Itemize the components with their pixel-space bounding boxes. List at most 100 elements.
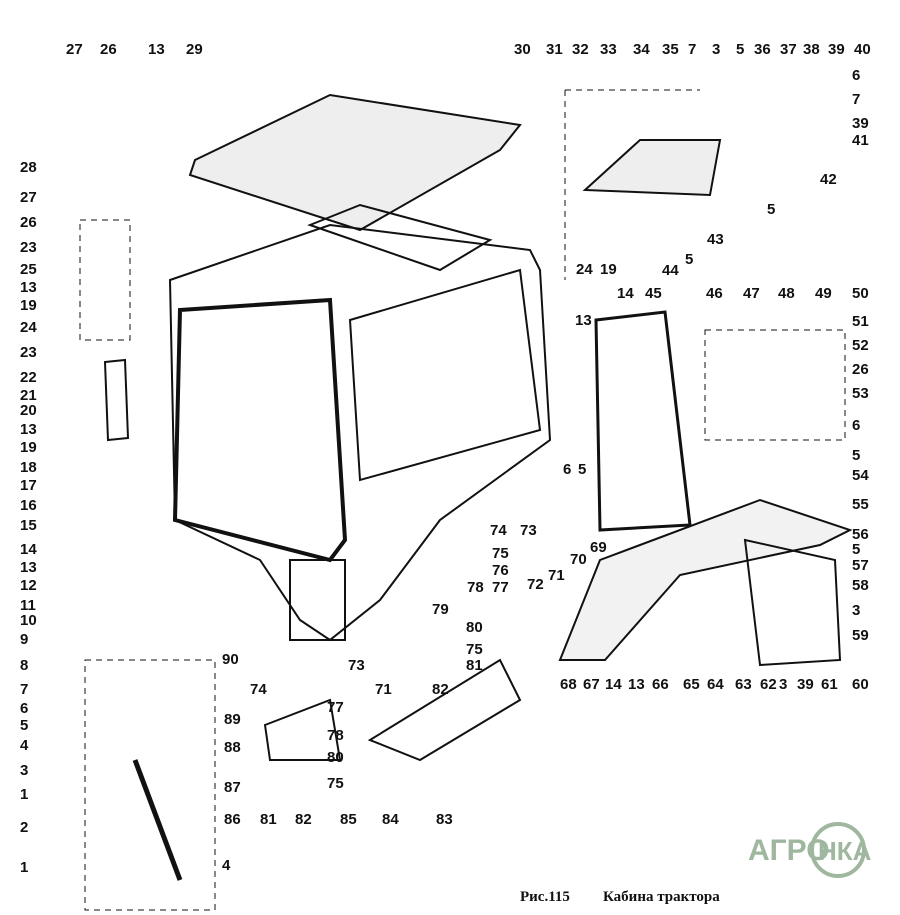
part-callout: 3 bbox=[712, 41, 721, 58]
part-callout: 6 bbox=[852, 67, 861, 84]
cab-frame bbox=[168, 223, 552, 642]
part-callout: 39 bbox=[797, 676, 814, 693]
part-callout: 57 bbox=[852, 557, 869, 574]
part-callout: 53 bbox=[852, 385, 869, 402]
part-callout: 18 bbox=[20, 459, 37, 476]
part-callout: 44 bbox=[662, 262, 679, 279]
part-callout: 82 bbox=[295, 811, 312, 828]
part-callout: 23 bbox=[20, 344, 37, 361]
logo-circle bbox=[810, 822, 866, 878]
roof-vent bbox=[582, 139, 722, 197]
part-callout: 26 bbox=[20, 214, 37, 231]
part-callout: 82 bbox=[432, 681, 449, 698]
part-callout: 14 bbox=[617, 285, 634, 302]
part-callout: 38 bbox=[803, 41, 820, 58]
part-callout: 19 bbox=[20, 297, 37, 314]
part-callout: 56 bbox=[852, 526, 869, 543]
part-callout: 52 bbox=[852, 337, 869, 354]
part-callout: 10 bbox=[20, 612, 37, 629]
part-callout: 42 bbox=[820, 171, 837, 188]
part-callout: 35 bbox=[662, 41, 679, 58]
left-step bbox=[289, 559, 346, 641]
part-callout: 5 bbox=[852, 541, 861, 558]
part-callout: 6 bbox=[20, 700, 29, 717]
part-callout: 7 bbox=[20, 681, 29, 698]
part-callout: 32 bbox=[572, 41, 589, 58]
fender bbox=[558, 498, 853, 661]
door bbox=[594, 310, 692, 532]
part-callout: 5 bbox=[852, 447, 861, 464]
part-callout: 46 bbox=[706, 285, 723, 302]
part-callout: 3 bbox=[20, 762, 29, 779]
part-callout: 75 bbox=[466, 641, 483, 658]
part-callout: 21 bbox=[20, 387, 37, 404]
roof-panel bbox=[188, 93, 522, 232]
part-callout: 37 bbox=[780, 41, 797, 58]
part-callout: 72 bbox=[527, 576, 544, 593]
part-callout: 6 bbox=[852, 417, 861, 434]
windshield bbox=[172, 297, 348, 563]
part-callout: 29 bbox=[186, 41, 203, 58]
part-callout: 79 bbox=[432, 601, 449, 618]
part-callout: 43 bbox=[707, 231, 724, 248]
isolator-plate bbox=[263, 698, 342, 761]
part-callout: 39 bbox=[828, 41, 845, 58]
part-callout: 87 bbox=[224, 779, 241, 796]
part-callout: 24 bbox=[576, 261, 593, 278]
part-callout: 23 bbox=[20, 239, 37, 256]
part-callout: 9 bbox=[20, 631, 29, 648]
part-callout: 20 bbox=[20, 402, 37, 419]
part-callout: 88 bbox=[224, 739, 241, 756]
part-callout: 2 bbox=[20, 819, 29, 836]
part-callout: 13 bbox=[20, 421, 37, 438]
part-callout: 70 bbox=[570, 551, 587, 568]
part-callout: 16 bbox=[20, 497, 37, 514]
side-mirror bbox=[103, 358, 130, 442]
part-callout: 19 bbox=[600, 261, 617, 278]
part-callout: 73 bbox=[520, 522, 537, 539]
part-callout: 61 bbox=[821, 676, 838, 693]
part-callout: 74 bbox=[250, 681, 267, 698]
part-callout: 45 bbox=[645, 285, 662, 302]
part-callout: 13 bbox=[628, 676, 645, 693]
part-callout: 50 bbox=[852, 285, 869, 302]
part-callout: 77 bbox=[327, 699, 344, 716]
part-callout: 54 bbox=[852, 467, 869, 484]
part-callout: 13 bbox=[20, 559, 37, 576]
part-callout: 5 bbox=[578, 461, 587, 478]
part-callout: 19 bbox=[20, 439, 37, 456]
part-callout: 14 bbox=[20, 541, 37, 558]
part-callout: 78 bbox=[467, 579, 484, 596]
part-callout: 71 bbox=[548, 567, 565, 584]
part-callout: 27 bbox=[66, 41, 83, 58]
part-callout: 73 bbox=[348, 657, 365, 674]
part-callout: 30 bbox=[514, 41, 531, 58]
part-callout: 7 bbox=[688, 41, 697, 58]
part-callout: 5 bbox=[685, 251, 694, 268]
logo-text-right: НКА bbox=[818, 836, 872, 866]
part-callout: 51 bbox=[852, 313, 869, 330]
part-callout: 34 bbox=[633, 41, 650, 58]
part-callout: 63 bbox=[735, 676, 752, 693]
side-window bbox=[348, 268, 542, 482]
part-callout: 12 bbox=[20, 577, 37, 594]
part-callout: 1 bbox=[20, 786, 29, 803]
part-callout: 49 bbox=[815, 285, 832, 302]
part-callout: 65 bbox=[683, 676, 700, 693]
part-callout: 40 bbox=[854, 41, 871, 58]
part-callout: 76 bbox=[492, 562, 509, 579]
part-callout: 81 bbox=[466, 657, 483, 674]
part-callout: 36 bbox=[754, 41, 771, 58]
part-callout: 3 bbox=[779, 676, 788, 693]
part-callout: 66 bbox=[652, 676, 669, 693]
part-callout: 13 bbox=[148, 41, 165, 58]
part-callout: 4 bbox=[20, 737, 29, 754]
part-callout: 58 bbox=[852, 577, 869, 594]
part-callout: 75 bbox=[327, 775, 344, 792]
part-callout: 67 bbox=[583, 676, 600, 693]
part-callout: 86 bbox=[224, 811, 241, 828]
part-callout: 84 bbox=[382, 811, 399, 828]
part-callout: 39 bbox=[852, 115, 869, 132]
part-callout: 60 bbox=[852, 676, 869, 693]
